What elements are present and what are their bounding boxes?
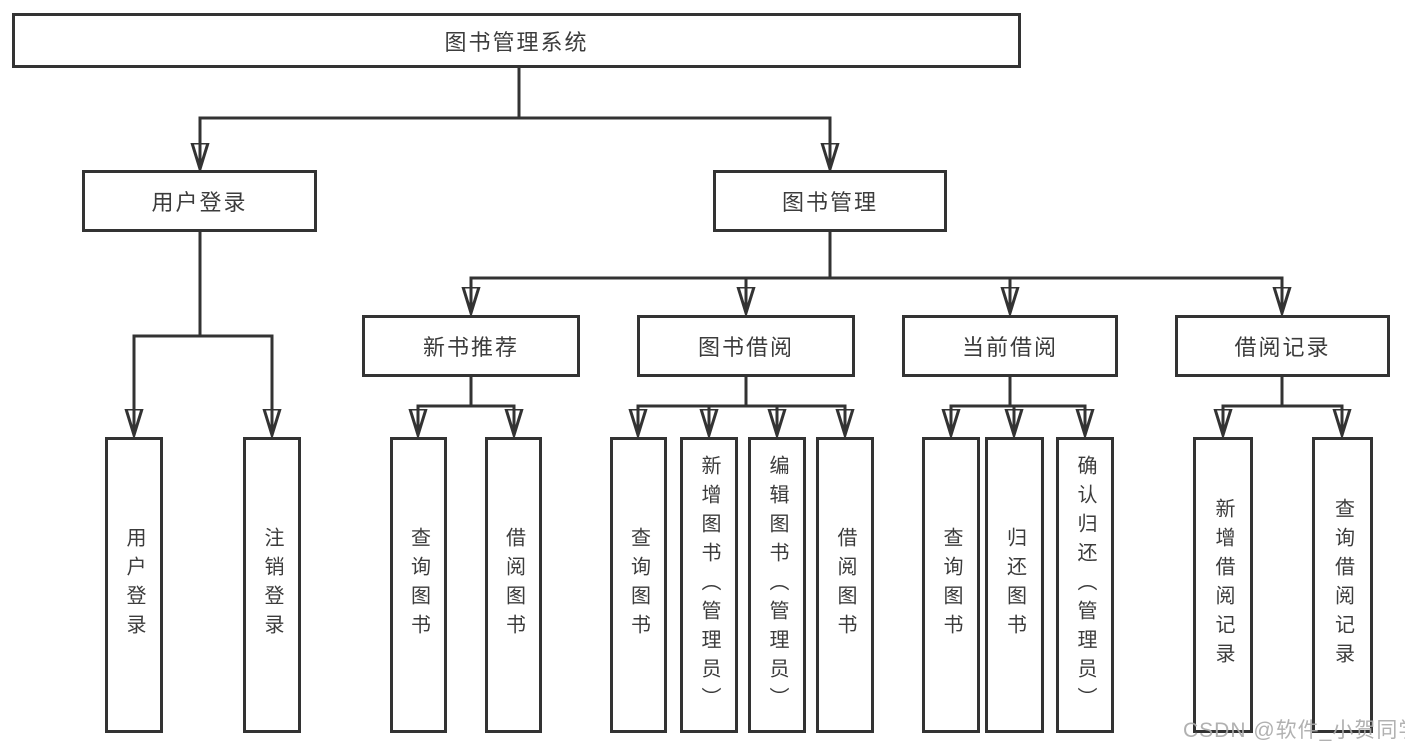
leaf-recommend-borrow-books-label: 借阅图书 (502, 527, 525, 643)
leaf-borrow-query-books: 查询图书 (610, 437, 667, 733)
leaf-logout-label: 注销登录 (261, 527, 283, 643)
node-borrow-records: 借阅记录 (1175, 315, 1390, 377)
node-new-book-recommend-label: 新书推荐 (422, 335, 519, 360)
leaf-recommend-query-books-label: 查询图书 (407, 527, 430, 643)
leaf-borrow-books-label: 借阅图书 (834, 527, 856, 643)
node-root-label: 图书管理系统 (444, 29, 589, 55)
leaf-return-books: 归还图书 (985, 437, 1044, 733)
leaf-confirm-return-admin: 确认归还（管理员） (1056, 437, 1114, 733)
leaf-confirm-return-admin-label: 确认归还（管理员） (1074, 454, 1096, 716)
leaf-user-login-label: 用户登录 (123, 527, 145, 643)
leaf-edit-books-admin-label: 编辑图书（管理员） (766, 454, 788, 716)
leaf-edit-books-admin: 编辑图书（管理员） (748, 437, 806, 733)
leaf-add-books-admin-label: 新增图书（管理员） (698, 454, 720, 716)
leaf-add-borrow-record-label: 新增借阅记录 (1212, 498, 1234, 672)
node-current-borrow: 当前借阅 (902, 315, 1118, 377)
csdn-watermark: CSDN @软件_小贺同学 (1183, 719, 1405, 742)
node-book-management-label: 图书管理 (781, 190, 878, 215)
leaf-borrow-books: 借阅图书 (816, 437, 874, 733)
node-book-management: 图书管理 (713, 170, 947, 232)
node-new-book-recommend: 新书推荐 (362, 315, 580, 377)
node-borrow-records-label: 借阅记录 (1234, 335, 1331, 360)
node-user-login-label: 用户登录 (151, 190, 248, 215)
leaf-borrow-query-books-label: 查询图书 (627, 527, 650, 643)
node-root: 图书管理系统 (12, 13, 1021, 68)
leaf-query-borrow-record-label: 查询借阅记录 (1331, 498, 1354, 672)
leaf-logout: 注销登录 (243, 437, 301, 733)
leaf-return-books-label: 归还图书 (1003, 527, 1026, 643)
leaf-query-borrow-record: 查询借阅记录 (1312, 437, 1373, 733)
leaf-recommend-borrow-books: 借阅图书 (485, 437, 542, 733)
leaf-add-borrow-record: 新增借阅记录 (1193, 437, 1253, 733)
leaf-current-query-books: 查询图书 (922, 437, 980, 733)
leaf-current-query-books-label: 查询图书 (940, 527, 962, 643)
leaf-add-books-admin: 新增图书（管理员） (680, 437, 738, 733)
node-book-borrow-label: 图书借阅 (697, 335, 794, 360)
leaf-user-login: 用户登录 (105, 437, 163, 733)
leaf-recommend-query-books: 查询图书 (390, 437, 447, 733)
node-book-borrow: 图书借阅 (637, 315, 855, 377)
node-user-login: 用户登录 (82, 170, 317, 232)
node-current-borrow-label: 当前借阅 (961, 335, 1058, 360)
